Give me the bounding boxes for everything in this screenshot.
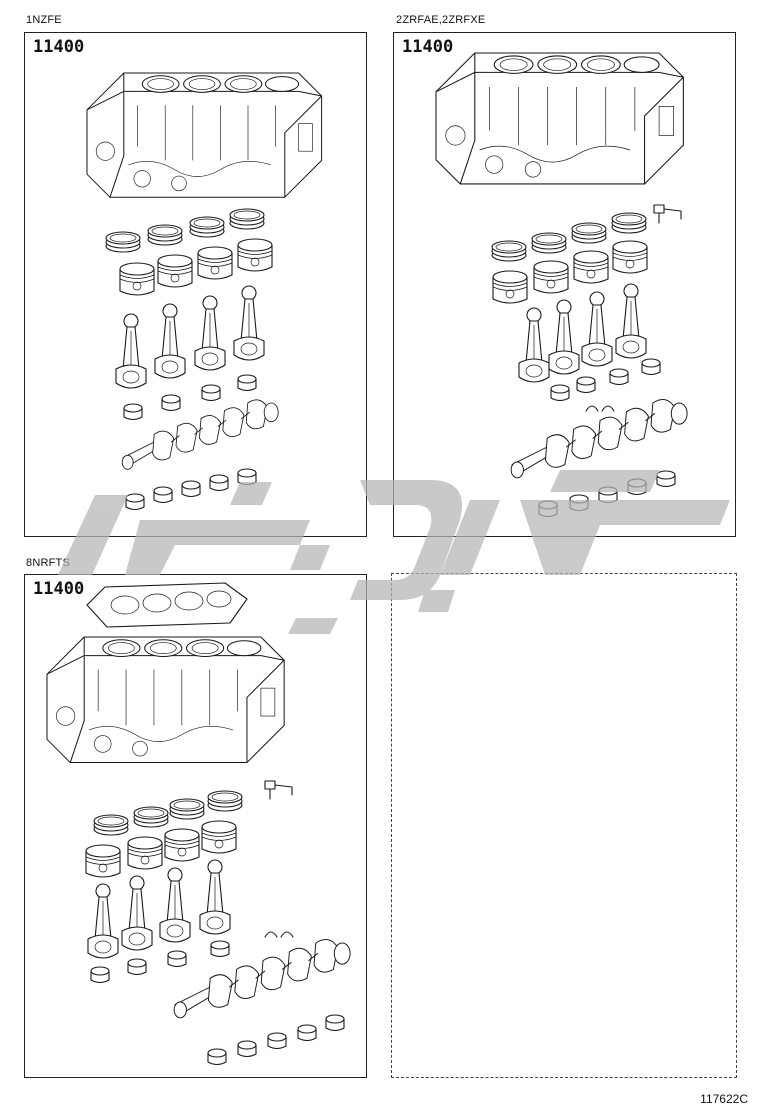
main-bearing — [237, 468, 257, 486]
piston-rings — [531, 232, 567, 254]
main-bearing — [209, 474, 229, 492]
piston — [612, 240, 648, 274]
piston-rings — [169, 798, 205, 820]
piston-rings — [105, 231, 141, 253]
engine-label-1nzfe: 1NZFE — [26, 14, 62, 26]
exploded-view-8nrfts — [46, 582, 351, 1066]
piston-rings — [571, 222, 607, 244]
connecting-rod — [159, 867, 191, 943]
piston — [533, 260, 569, 294]
rod-bearing — [127, 958, 147, 976]
piston — [164, 828, 200, 862]
cylinder-head-gasket — [86, 582, 248, 628]
rod-bearing — [201, 384, 221, 402]
connecting-rod — [194, 295, 226, 371]
main-bearing — [656, 470, 676, 488]
piston-rings — [147, 224, 183, 246]
cylinder-block — [86, 72, 323, 198]
piston-rings — [207, 790, 243, 812]
piston-rings — [611, 212, 647, 234]
exploded-view-2zr — [435, 52, 688, 518]
piston — [492, 270, 528, 304]
piston-rings — [491, 240, 527, 262]
connecting-rod — [581, 291, 613, 367]
rod-bearing — [167, 950, 187, 968]
rod-bearing — [641, 358, 661, 376]
piston — [201, 820, 237, 854]
oil-jet-bolt — [264, 780, 293, 800]
panel-empty — [391, 573, 737, 1078]
main-bearing — [181, 480, 201, 498]
exploded-view-1nzfe — [86, 72, 323, 511]
main-bearing — [325, 1014, 345, 1032]
main-bearing — [207, 1048, 227, 1066]
piston — [197, 246, 233, 280]
main-bearing — [598, 486, 618, 504]
thrust-washers — [264, 931, 294, 938]
panel-8nrfts[interactable]: 11400 — [24, 574, 367, 1078]
diagram-code: 117622C — [700, 1092, 748, 1106]
engine-label-2zr: 2ZRFAE,2ZRFXE — [396, 14, 486, 26]
piston-rings — [229, 208, 265, 230]
rod-bearing — [123, 403, 143, 421]
connecting-rod — [518, 307, 550, 383]
piston — [157, 254, 193, 288]
main-bearing — [627, 478, 647, 496]
connecting-rod — [154, 303, 186, 379]
panel-1nzfe[interactable]: 11400 — [24, 32, 367, 537]
piston — [85, 844, 121, 878]
crankshaft — [173, 938, 351, 1019]
main-bearing — [538, 500, 558, 518]
piston — [573, 250, 609, 284]
part-number[interactable]: 11400 — [33, 579, 85, 599]
main-bearing — [237, 1040, 257, 1058]
rod-bearing — [210, 940, 230, 958]
part-number[interactable]: 11400 — [402, 37, 454, 57]
main-bearing — [297, 1024, 317, 1042]
connecting-rod — [615, 283, 647, 359]
crankshaft — [510, 398, 688, 479]
panel-2zr[interactable]: 11400 — [393, 32, 736, 537]
piston — [119, 262, 155, 296]
rod-bearing — [609, 368, 629, 386]
main-bearing — [153, 486, 173, 504]
rod-bearing — [161, 394, 181, 412]
connecting-rod — [115, 313, 147, 389]
rod-bearing — [90, 966, 110, 984]
connecting-rod — [548, 299, 580, 375]
main-bearing — [125, 493, 145, 511]
connecting-rod — [199, 859, 231, 935]
part-number[interactable]: 11400 — [33, 37, 85, 57]
piston-rings — [133, 806, 169, 828]
crankshaft — [121, 399, 279, 470]
rod-bearing — [550, 384, 570, 402]
piston-rings — [189, 216, 225, 238]
cylinder-block — [435, 52, 684, 185]
piston-rings — [93, 814, 129, 836]
piston — [127, 836, 163, 870]
connecting-rod — [233, 285, 265, 361]
cylinder-block — [46, 636, 285, 764]
thrust-washers — [585, 405, 615, 412]
connecting-rod — [121, 875, 153, 951]
oil-jet-bolt — [653, 204, 682, 224]
engine-label-8nrfts: 8NRFTS — [26, 557, 70, 569]
piston — [237, 238, 273, 272]
rod-bearing — [237, 374, 257, 392]
connecting-rod — [87, 883, 119, 959]
main-bearing — [267, 1032, 287, 1050]
main-bearing — [569, 494, 589, 512]
rod-bearing — [576, 376, 596, 394]
